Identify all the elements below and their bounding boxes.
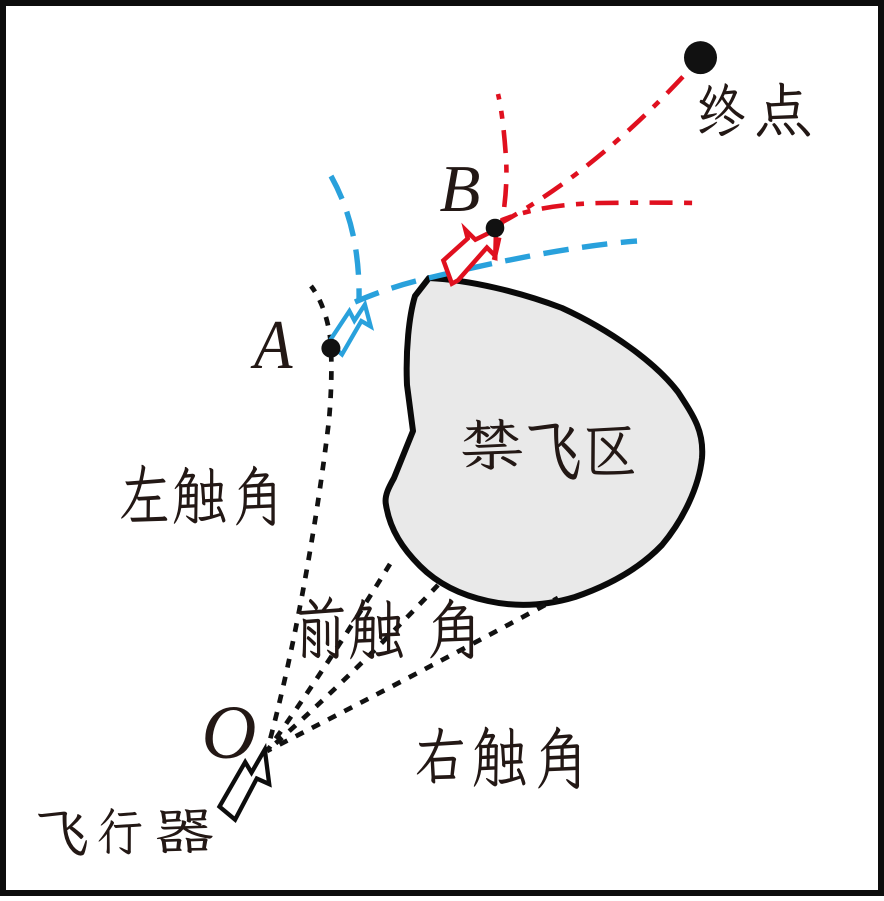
svg-text:O: O <box>202 691 257 775</box>
svg-text:A: A <box>250 307 293 384</box>
svg-text:B: B <box>440 152 481 226</box>
